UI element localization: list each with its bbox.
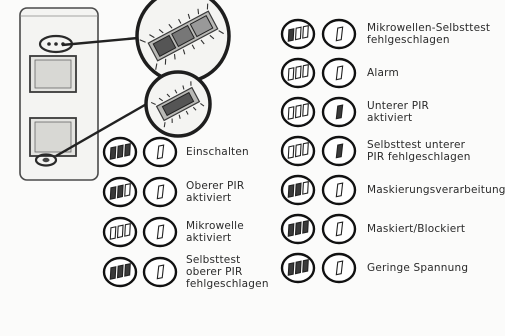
legend-icons-maskierungsverarbeitung — [280, 174, 357, 206]
legend-label-line: Maskiert/Blockiert — [367, 223, 466, 235]
legend-icons-maskiert-blockiert — [280, 213, 357, 245]
legend-label-maskiert-blockiert: Maskiert/Blockiert — [367, 223, 465, 235]
lower-led-window — [34, 153, 58, 167]
legend-label-maskierungsverarbeitung: Maskierungsverarbeitung — [367, 184, 505, 196]
legend-label-line: aktiviert — [367, 112, 413, 124]
legend-label-line: Mikrowellen-Selbsttest — [367, 22, 491, 34]
legend-label-line: Unterer PIR — [367, 100, 430, 112]
legend-icons-geringe-spannung — [280, 252, 357, 284]
legend-label-einschalten: Einschalten — [186, 146, 249, 158]
legend-label-alarm: Alarm — [367, 67, 399, 79]
legend-label-line: Oberer PIR — [186, 180, 245, 192]
legend-label-line: Einschalten — [186, 146, 249, 158]
legend-icons-selbsttest-unterer-pir — [280, 135, 357, 167]
legend-label-line: aktiviert — [186, 232, 232, 244]
legend-label-line: fehlgeschlagen — [367, 34, 450, 46]
legend-icons-selbsttest-oberer-pir — [102, 256, 178, 288]
legend-icons-oberer-pir — [102, 176, 178, 208]
legend-label-line: Alarm — [367, 67, 399, 79]
legend-label-line: Maskierungsverarbeitung — [367, 184, 505, 196]
legend-label-line: Selbsttest unterer — [367, 139, 466, 151]
legend-icons-einschalten — [102, 136, 178, 168]
legend-label-line: fehlgeschlagen — [186, 278, 269, 290]
legend-label-line: Mikrowelle — [186, 220, 244, 232]
legend-icons-mikrowellen-selbsttest — [280, 18, 357, 50]
lower-led-zoom — [144, 70, 212, 138]
legend-label-line: aktiviert — [186, 192, 232, 204]
legend-icons-unterer-pir — [280, 96, 357, 128]
upper-led-zoom — [135, 0, 231, 84]
legend-label-line: PIR fehlgeschlagen — [367, 151, 471, 163]
detector-illustration — [19, 7, 151, 181]
legend-label-geringe-spannung: Geringe Spannung — [367, 262, 468, 274]
legend-label-line: Selbsttest — [186, 254, 241, 266]
legend-label-line: oberer PIR — [186, 266, 243, 278]
legend-icons-mikrowelle — [102, 216, 178, 248]
legend-icons-alarm — [280, 57, 357, 89]
legend-label-line: Geringe Spannung — [367, 262, 469, 274]
